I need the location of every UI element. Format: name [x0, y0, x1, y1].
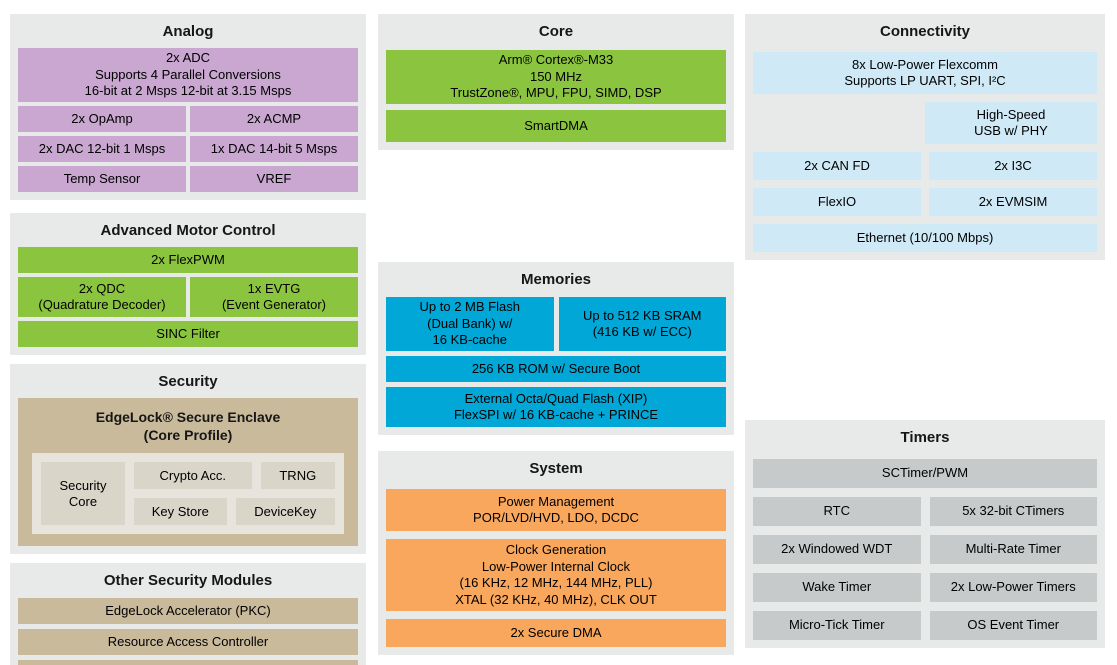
block-row: RTC 5x 32-bit CTimers: [753, 497, 1097, 526]
right-column: Connectivity 8x Low-Power Flexcomm Suppo…: [745, 14, 1105, 648]
block-row: 2x Windowed WDT Multi-Rate Timer: [753, 535, 1097, 564]
timers-title: Timers: [900, 429, 950, 446]
block-sctimer: SCTimer/PWM: [753, 459, 1097, 488]
block-flexpwm: 2x FlexPWM: [18, 247, 358, 273]
block-flexio: FlexIO: [753, 188, 921, 216]
block-row: 2x CAN FD 2x I3C: [753, 152, 1097, 180]
block-devicekey: DeviceKey: [235, 498, 335, 525]
block-smartdma: SmartDMA: [386, 110, 726, 142]
block-windowed-wdt: 2x Windowed WDT: [753, 535, 921, 564]
block-flash: Up to 2 MB Flash (Dual Bank) w/ 16 KB-ca…: [386, 297, 554, 351]
system-group: System Power Management POR/LVD/HVD, LDO…: [378, 451, 734, 655]
motor-control-group: Advanced Motor Control 2x FlexPWM 2x QDC…: [10, 213, 366, 355]
block-sram: Up to 512 KB SRAM (416 KB w/ ECC): [558, 297, 726, 351]
block-adc: 2x ADC Supports 4 Parallel Conversions 1…: [18, 48, 358, 102]
core-title: Core: [538, 23, 574, 40]
block-resource-access-controller: Resource Access Controller: [18, 629, 358, 655]
block-evtg: 1x EVTG (Event Generator): [190, 277, 358, 317]
block-dac-14bit: 1x DAC 14-bit 5 Msps: [190, 136, 358, 162]
block-ctimers: 5x 32-bit CTimers: [929, 497, 1097, 526]
core-group: Core Arm® Cortex®-M33 150 MHz TrustZone®…: [378, 14, 734, 150]
analog-group: Analog 2x ADC Supports 4 Parallel Conver…: [10, 14, 366, 200]
block-row: High-Speed USB w/ PHY: [753, 102, 1097, 144]
block-temp-sensor: Temp Sensor: [18, 166, 186, 192]
other-security-title: Other Security Modules: [103, 572, 273, 589]
block-row: Crypto Acc. TRNG: [134, 462, 335, 489]
memories-title: Memories: [520, 271, 592, 288]
block-key-store: Key Store: [134, 498, 227, 525]
block-flexcomm: 8x Low-Power Flexcomm Supports LP UART, …: [753, 52, 1097, 94]
block-multi-rate-timer: Multi-Rate Timer: [929, 535, 1097, 564]
connectivity-title: Connectivity: [879, 23, 970, 40]
block-row: 2x DAC 12-bit 1 Msps 1x DAC 14-bit 5 Msp…: [18, 136, 358, 162]
block-tamper-detection-controller: Tamper Detection Controller: [18, 660, 358, 665]
block-acmp: 2x ACMP: [190, 106, 358, 132]
block-row: 2x OpAmp 2x ACMP: [18, 106, 358, 132]
block-sinc-filter: SINC Filter: [18, 321, 358, 347]
block-os-event-timer: OS Event Timer: [929, 611, 1097, 640]
block-evmsim: 2x EVMSIM: [929, 188, 1097, 216]
analog-title: Analog: [162, 23, 214, 40]
block-crypto-acc: Crypto Acc.: [134, 462, 252, 489]
other-security-group: Other Security Modules EdgeLock Accelera…: [10, 563, 366, 665]
security-title: Security: [158, 373, 218, 390]
block-ethernet: Ethernet (10/100 Mbps): [753, 224, 1097, 252]
block-canfd: 2x CAN FD: [753, 152, 921, 180]
block-row: 2x QDC (Quadrature Decoder) 1x EVTG (Eve…: [18, 277, 358, 317]
block-opamp: 2x OpAmp: [18, 106, 186, 132]
block-security-core: Security Core: [41, 462, 125, 525]
block-external-flash: External Octa/Quad Flash (XIP) FlexSPI w…: [386, 387, 726, 427]
memories-group: Memories Up to 2 MB Flash (Dual Bank) w/…: [378, 262, 734, 435]
enclave-title: EdgeLock® Secure Enclave (Core Profile): [95, 409, 281, 443]
block-i3c: 2x I3C: [929, 152, 1097, 180]
block-qdc: 2x QDC (Quadrature Decoder): [18, 277, 186, 317]
enclave-panel: Security Core Crypto Acc. TRNG Key Store…: [32, 453, 344, 534]
enclave-right: Crypto Acc. TRNG Key Store DeviceKey: [134, 462, 335, 525]
motor-control-title: Advanced Motor Control: [100, 222, 276, 239]
block-row: Key Store DeviceKey: [134, 498, 335, 525]
block-vref: VREF: [190, 166, 358, 192]
block-row: Temp Sensor VREF: [18, 166, 358, 192]
connectivity-group: Connectivity 8x Low-Power Flexcomm Suppo…: [745, 14, 1105, 260]
block-clock-generation: Clock Generation Low-Power Internal Cloc…: [386, 539, 726, 611]
block-dac-12bit: 2x DAC 12-bit 1 Msps: [18, 136, 186, 162]
left-column: Analog 2x ADC Supports 4 Parallel Conver…: [10, 14, 366, 665]
middle-column: Core Arm® Cortex®-M33 150 MHz TrustZone®…: [378, 14, 734, 655]
usb-row-spacer: [753, 102, 917, 144]
block-micro-tick-timer: Micro-Tick Timer: [753, 611, 921, 640]
block-cortex-m33: Arm® Cortex®-M33 150 MHz TrustZone®, MPU…: [386, 50, 726, 104]
block-row: FlexIO 2x EVMSIM: [753, 188, 1097, 216]
block-trng: TRNG: [260, 462, 335, 489]
block-rtc: RTC: [753, 497, 921, 526]
block-usb: High-Speed USB w/ PHY: [925, 102, 1097, 144]
block-row: Up to 2 MB Flash (Dual Bank) w/ 16 KB-ca…: [386, 297, 726, 351]
block-edgelock-accelerator: EdgeLock Accelerator (PKC): [18, 598, 358, 624]
block-low-power-timers: 2x Low-Power Timers: [929, 573, 1097, 602]
block-wake-timer: Wake Timer: [753, 573, 921, 602]
block-rom: 256 KB ROM w/ Secure Boot: [386, 356, 726, 382]
block-row: Wake Timer 2x Low-Power Timers: [753, 573, 1097, 602]
system-title: System: [529, 460, 583, 477]
block-power-management: Power Management POR/LVD/HVD, LDO, DCDC: [386, 489, 726, 531]
timers-group: Timers SCTimer/PWM RTC 5x 32-bit CTimers…: [745, 420, 1105, 648]
block-edgelock-secure-enclave: EdgeLock® Secure Enclave (Core Profile) …: [18, 398, 358, 546]
block-row: Micro-Tick Timer OS Event Timer: [753, 611, 1097, 640]
security-group: Security EdgeLock® Secure Enclave (Core …: [10, 364, 366, 554]
block-secure-dma: 2x Secure DMA: [386, 619, 726, 647]
